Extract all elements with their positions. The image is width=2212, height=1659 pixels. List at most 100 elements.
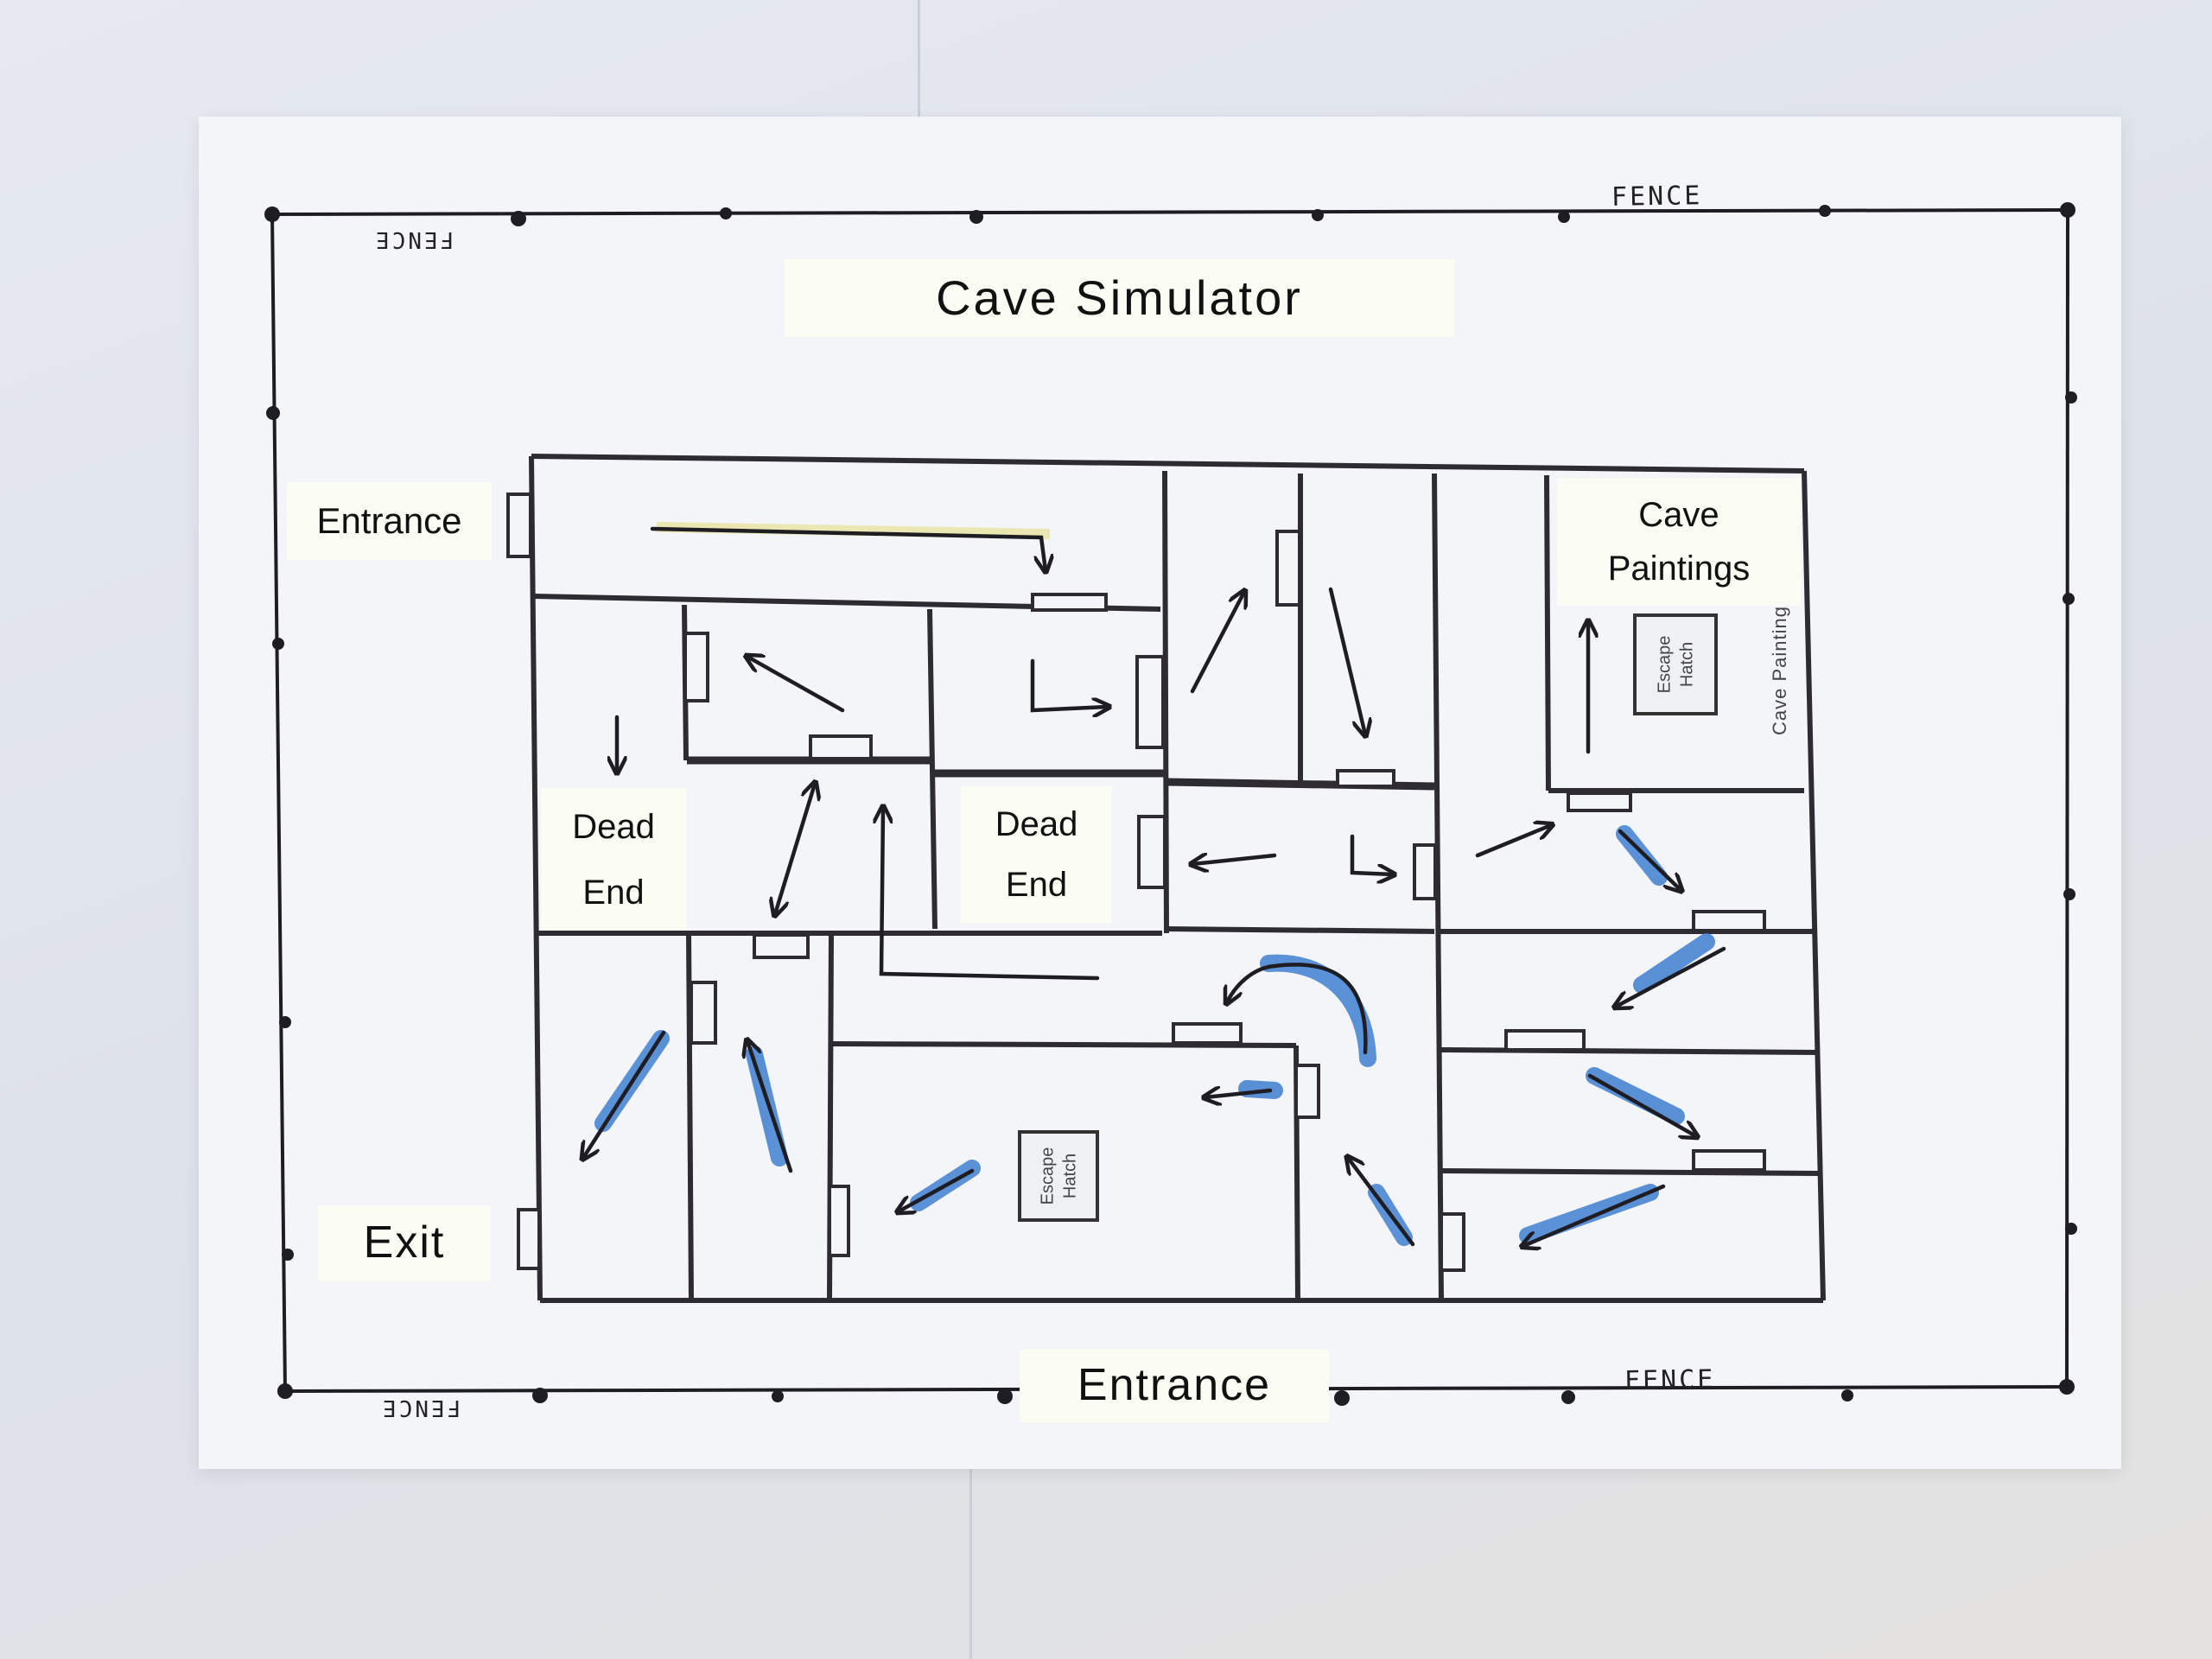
entrance-label-left-text: Entrance bbox=[316, 499, 462, 541]
arrow bbox=[583, 1030, 666, 1158]
fence-left bbox=[270, 213, 287, 1392]
door bbox=[1172, 1022, 1243, 1045]
fence-post bbox=[1312, 209, 1324, 221]
arrow bbox=[650, 526, 1046, 570]
arrow bbox=[1190, 592, 1244, 694]
cave-paintings-line2: Paintings bbox=[1607, 550, 1751, 588]
entrance-label-bottom-text: Entrance bbox=[1077, 1360, 1272, 1411]
arrow bbox=[1616, 946, 1726, 1007]
door bbox=[1294, 1064, 1320, 1119]
arrow bbox=[899, 1168, 975, 1211]
entrance-label-left: Entrance bbox=[287, 482, 492, 560]
door bbox=[683, 632, 709, 702]
page-title: Cave Simulator bbox=[785, 259, 1454, 337]
highlight bbox=[1633, 933, 1715, 994]
wall bbox=[1440, 1168, 1821, 1176]
page-title-text: Cave Simulator bbox=[936, 270, 1303, 326]
door bbox=[1692, 1149, 1766, 1172]
fence-post bbox=[279, 1016, 291, 1028]
fence-post bbox=[2063, 888, 2075, 900]
yellow-highlight bbox=[656, 522, 1051, 539]
outer-wall-left bbox=[529, 455, 543, 1301]
dead-end-label-left: Dead End bbox=[541, 788, 686, 931]
fence-post bbox=[532, 1388, 548, 1403]
fence-right bbox=[2065, 209, 2069, 1388]
fence-post bbox=[1561, 1390, 1575, 1404]
door bbox=[1135, 655, 1165, 749]
escape-hatch-bottom-center: Escape Hatch bbox=[1018, 1130, 1099, 1222]
dead-end-left-line1: Dead bbox=[572, 807, 655, 846]
fence-post bbox=[772, 1390, 784, 1402]
door bbox=[828, 1185, 850, 1257]
dead-end-left-line2: End bbox=[582, 873, 645, 912]
cave-paintings-side-label: Cave Painting bbox=[1769, 606, 1790, 735]
door bbox=[1031, 593, 1108, 612]
fence-post bbox=[2065, 1223, 2077, 1235]
fence-posts bbox=[264, 202, 2077, 1406]
dead-end-label-center: Dead End bbox=[961, 786, 1112, 923]
door bbox=[1137, 815, 1166, 889]
fence-post bbox=[1841, 1389, 1853, 1402]
fence-label-top-right: FENCE bbox=[1611, 181, 1703, 213]
wall bbox=[830, 1041, 1297, 1048]
wall bbox=[1440, 1047, 1818, 1055]
arrow bbox=[1618, 829, 1681, 890]
arrow bbox=[1205, 1090, 1273, 1097]
arrow bbox=[1475, 825, 1551, 858]
fence-post bbox=[1334, 1390, 1350, 1406]
wall bbox=[1432, 473, 1444, 1301]
escape-hatch-top-line1: Escape bbox=[1655, 635, 1674, 694]
door bbox=[1413, 843, 1437, 900]
arrow bbox=[881, 808, 1100, 981]
fence-post bbox=[2060, 202, 2075, 218]
fence-post bbox=[997, 1389, 1013, 1404]
arrow bbox=[1328, 587, 1365, 734]
door bbox=[1692, 910, 1766, 932]
door bbox=[1504, 1029, 1586, 1052]
dead-end-center-line2: End bbox=[1005, 866, 1068, 904]
fence-label-bottom-left: FENCE bbox=[380, 1395, 461, 1421]
escape-hatch-bottom-line1: Escape bbox=[1038, 1147, 1057, 1205]
arrow bbox=[1587, 1073, 1696, 1136]
door bbox=[506, 493, 532, 558]
dead-end-center-line1: Dead bbox=[995, 805, 1078, 843]
fence-post bbox=[2059, 1379, 2075, 1395]
fence-label-bottom-right: FENCE bbox=[1624, 1364, 1716, 1396]
outer-wall-right bbox=[1802, 470, 1826, 1301]
arrow bbox=[1523, 1184, 1666, 1246]
highlight bbox=[1586, 1067, 1685, 1125]
arrow bbox=[775, 784, 815, 914]
fence-post bbox=[720, 207, 732, 219]
fence-post bbox=[282, 1249, 294, 1261]
arrow bbox=[747, 1041, 793, 1173]
cave-walls bbox=[529, 454, 1826, 1303]
wall bbox=[686, 932, 694, 1301]
exit-label: Exit bbox=[318, 1205, 491, 1281]
fence-post bbox=[969, 210, 983, 224]
arrow bbox=[1030, 658, 1108, 710]
door bbox=[1275, 530, 1301, 607]
entrance-label-bottom: Entrance bbox=[1020, 1350, 1329, 1422]
cave-paintings-line1: Cave bbox=[1638, 496, 1719, 534]
fence-label-top-left: FENCE bbox=[373, 226, 454, 252]
fence-post bbox=[1819, 205, 1831, 217]
escape-hatch-top-line2: Hatch bbox=[1677, 641, 1696, 688]
exit-label-text: Exit bbox=[363, 1217, 446, 1268]
escape-hatch-bottom-line2: Hatch bbox=[1060, 1153, 1079, 1199]
fence-post bbox=[2063, 593, 2075, 605]
arrow bbox=[747, 657, 845, 713]
door bbox=[809, 734, 873, 760]
wall bbox=[1544, 474, 1551, 791]
wall bbox=[1166, 926, 1435, 934]
door bbox=[1336, 769, 1395, 788]
door bbox=[517, 1208, 541, 1270]
door bbox=[1567, 791, 1632, 812]
table-seam-bottom bbox=[969, 1469, 972, 1659]
wall bbox=[927, 608, 938, 930]
cave-paintings-label: Cave Paintings bbox=[1557, 478, 1801, 606]
path-arrows bbox=[583, 526, 1726, 1246]
door bbox=[690, 981, 717, 1045]
fence-post bbox=[511, 211, 526, 226]
door bbox=[753, 933, 810, 959]
